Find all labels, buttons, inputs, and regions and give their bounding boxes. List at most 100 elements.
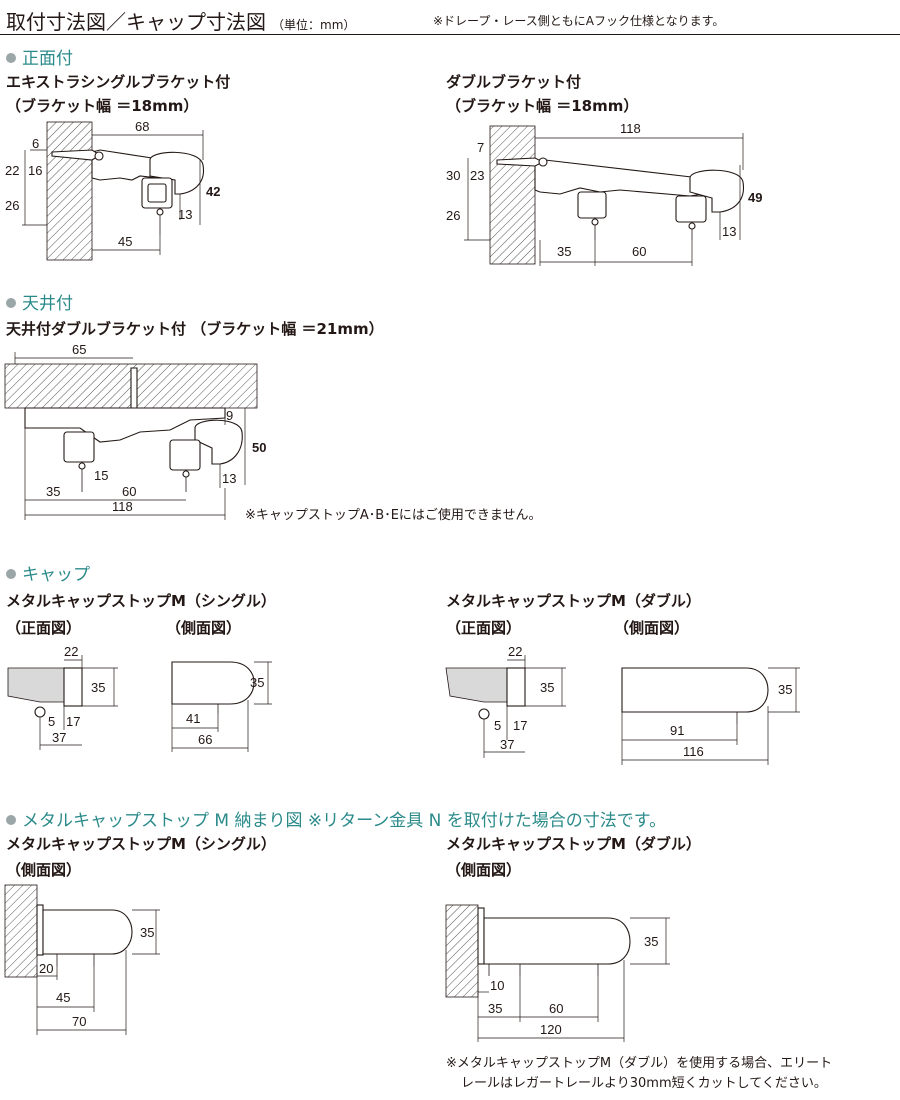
- dim-50: 50: [252, 440, 266, 455]
- dim-20: 20: [39, 961, 53, 976]
- fit-double-note-2: レールはレガートレールより30mm短くカットしてください。: [461, 1076, 827, 1091]
- screw-head: [538, 157, 548, 167]
- hook-ring: [182, 470, 190, 478]
- fit-double-note-1: ※メタルキャップストップM（ダブル）を使用する場合、エリート: [446, 1056, 833, 1071]
- cap-body: [621, 667, 769, 713]
- cap-double-title: メタルキャップストップM（ダブル）: [446, 592, 701, 610]
- dim-23: 23: [470, 168, 484, 183]
- runner-inner: [147, 183, 167, 203]
- return-bracket: [477, 907, 485, 965]
- bullet-icon: [6, 569, 16, 579]
- dim-45: 45: [56, 990, 70, 1005]
- dim-13: 13: [178, 207, 192, 222]
- dim-41: 41: [186, 711, 200, 726]
- cap-single-front-label: （正面図）: [6, 619, 82, 637]
- cap-body: [171, 661, 255, 705]
- cap-double-side-diagram: 35 91 116: [621, 667, 800, 765]
- dim-35b: 35: [488, 1001, 502, 1016]
- fit-double-title: メタルキャップストップM（ダブル）: [446, 835, 701, 853]
- dim-17: 17: [66, 714, 80, 729]
- runner-front: [675, 195, 707, 223]
- hook-ring: [688, 222, 696, 230]
- dim-13: 13: [222, 471, 236, 486]
- front-double-title: ダブルブラケット付: [446, 73, 582, 91]
- cap-single-side-diagram: 35 41 66: [171, 661, 272, 752]
- section-ceiling: 天井付: [6, 289, 73, 314]
- dim-70: 70: [72, 1014, 86, 1029]
- wall: [4, 884, 38, 978]
- dim-60: 60: [122, 484, 136, 499]
- bullet-icon: [6, 815, 16, 825]
- dim-35: 35: [557, 244, 571, 259]
- page-title: 取付寸法図／キャップ寸法図 （単位：mm）: [6, 6, 355, 35]
- section-front-label: 正面付: [22, 49, 73, 69]
- dim-22: 22: [508, 644, 522, 659]
- wall: [489, 125, 536, 265]
- dim-5: 5: [48, 714, 55, 729]
- dim-37: 37: [500, 737, 514, 752]
- front-double-diagram: 118 7 30 23 26 49 13 35 60: [446, 121, 762, 266]
- unit-label: （単位：mm）: [272, 18, 356, 32]
- cap-single-side-label: （側面図）: [166, 619, 242, 637]
- runner-back: [63, 431, 95, 463]
- dim-5: 5: [494, 718, 501, 733]
- dim-35: 35: [250, 675, 264, 690]
- dim-60: 60: [549, 1001, 563, 1016]
- dim-68: 68: [135, 119, 149, 134]
- runner: [34, 706, 46, 718]
- header-note: ※ドレープ・レース側ともにAフック仕様となります。: [433, 14, 725, 28]
- runner-front: [169, 439, 201, 471]
- fit-single-title: メタルキャップストップM（シングル）: [6, 835, 276, 853]
- section-ceiling-label: 天井付: [22, 294, 73, 314]
- cap-double-front-diagram: 22 35 5 17 37: [445, 644, 566, 758]
- dim-13: 13: [722, 224, 736, 239]
- dim-65: 65: [72, 342, 86, 357]
- runner-back: [577, 191, 607, 219]
- dim-35: 35: [644, 934, 658, 949]
- cap-single-title: メタルキャップストップM（シングル）: [6, 592, 276, 610]
- rail-section: [445, 667, 508, 703]
- front-single-diagram: 68 6 22 16 26 42 13 45: [5, 119, 220, 261]
- cap-single-front-diagram: 22 35 5 17 37: [7, 644, 118, 750]
- wall: [445, 904, 479, 998]
- section-fit: メタルキャップストップ M 納まり図 ※リターン金具 N を取付けた場合の寸法で…: [6, 806, 666, 831]
- dim-17: 17: [513, 718, 527, 733]
- dim-22: 22: [5, 163, 19, 178]
- cap-body: [506, 667, 526, 707]
- cap-body: [42, 909, 133, 955]
- dim-91: 91: [670, 723, 684, 738]
- dim-35: 35: [540, 680, 554, 695]
- dim-60: 60: [632, 244, 646, 259]
- fit-single-diagram: 35 20 45 70: [4, 884, 160, 1035]
- rail-front: [194, 419, 243, 465]
- front-double-width: （ブラケット幅 ＝18mm）: [446, 97, 639, 115]
- bullet-icon: [6, 298, 16, 308]
- dim-66: 66: [198, 732, 212, 747]
- dim-16: 16: [28, 163, 42, 178]
- hook-ring: [591, 218, 599, 226]
- header-divider: [0, 34, 900, 35]
- dim-7: 7: [477, 140, 484, 155]
- front-single-width: （ブラケット幅 ＝18mm）: [6, 97, 199, 115]
- dim-9: 9: [226, 408, 233, 423]
- dim-26: 26: [446, 208, 460, 223]
- dim-35: 35: [91, 680, 105, 695]
- dim-118: 118: [620, 121, 641, 136]
- dim-49: 49: [748, 190, 762, 205]
- ceiling-double-diagram: 65 9 50 15 13 35 60 118: [4, 342, 266, 520]
- cap-double-front-label: （正面図）: [446, 619, 522, 637]
- section-fit-label: メタルキャップストップ M 納まり図 ※リターン金具 N を取付けた場合の寸法で…: [22, 811, 667, 831]
- section-cap: キャップ: [6, 560, 90, 585]
- rail-section: [7, 667, 65, 703]
- dim-118: 118: [112, 499, 133, 514]
- dim-120: 120: [540, 1022, 562, 1037]
- dim-35: 35: [140, 925, 154, 940]
- hook-ring: [78, 462, 86, 470]
- dim-26: 26: [5, 198, 19, 213]
- bullet-icon: [6, 53, 16, 63]
- page-title-text: 取付寸法図／キャップ寸法図: [6, 10, 266, 34]
- cap-body: [63, 667, 83, 707]
- screw-head: [94, 151, 104, 161]
- wall: [46, 121, 93, 261]
